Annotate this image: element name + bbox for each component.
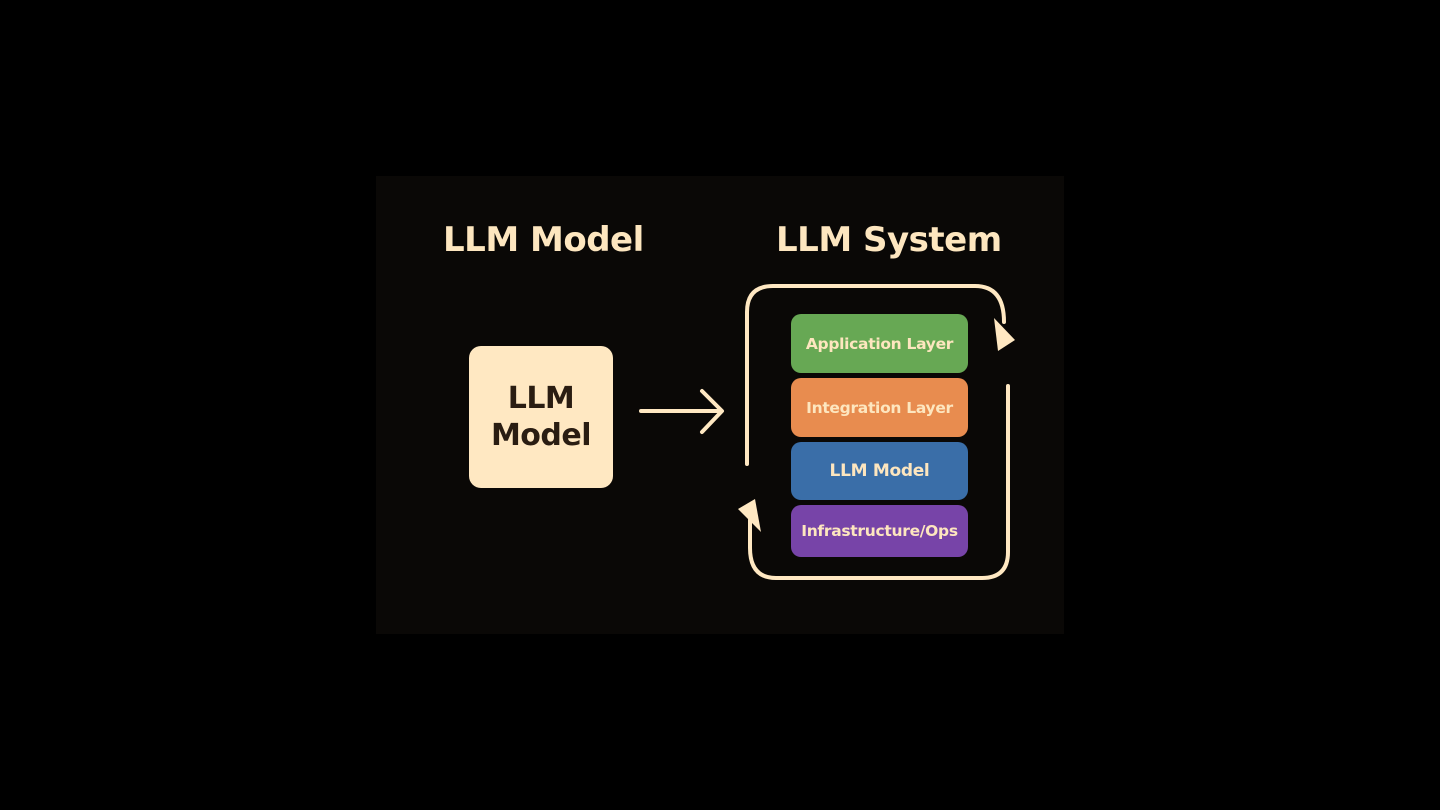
- application-layer: Application Layer: [791, 314, 968, 373]
- infrastructure-ops-layer: Infrastructure/Ops: [791, 505, 968, 557]
- llm-model-layer: LLM Model: [791, 442, 968, 500]
- llm-model-layer-label: LLM Model: [829, 461, 930, 481]
- loop-bottom-arrowhead-icon: [738, 499, 761, 532]
- model-box-line-1: LLM: [507, 381, 575, 416]
- integration-layer-label: Integration Layer: [806, 398, 953, 417]
- application-layer-label: Application Layer: [805, 334, 954, 353]
- loop-top-arrowhead-icon: [994, 318, 1015, 351]
- llm-system-heading: LLM System: [776, 220, 1002, 260]
- llm-model-heading: LLM Model: [443, 220, 644, 260]
- integration-layer: Integration Layer: [791, 378, 968, 437]
- transition-arrow-icon: [639, 389, 724, 434]
- model-box-line-2: Model: [490, 418, 592, 453]
- infrastructure-ops-layer-label: Infrastructure/Ops: [801, 522, 958, 540]
- loop-bottom-path: [748, 384, 1010, 580]
- loop-top-path: [745, 284, 1006, 466]
- llm-model-box: LLM Model: [469, 346, 613, 488]
